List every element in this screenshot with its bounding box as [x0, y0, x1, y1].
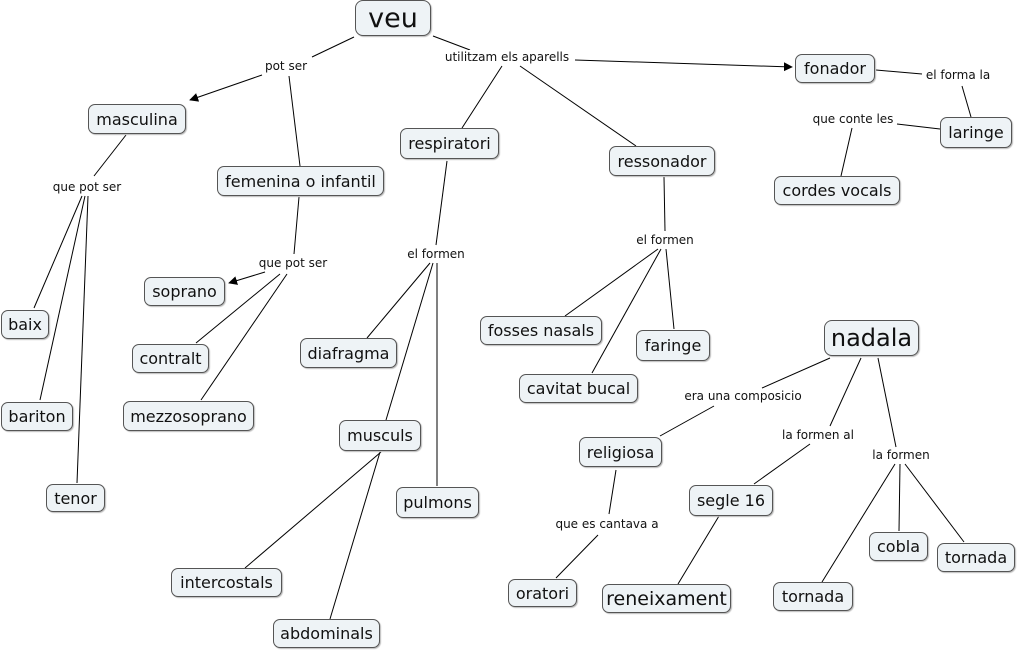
node-laringe[interactable]: laringe [940, 117, 1012, 148]
link-laformen-cobla [898, 463, 901, 532]
link-laringe-queconte [896, 123, 941, 130]
link-utilitzam-fonador [574, 59, 793, 72]
node-ressonador[interactable]: ressonador [609, 146, 715, 176]
node-respiratori[interactable]: respiratori [400, 128, 499, 159]
link-quepotser2-mezzo [200, 273, 288, 401]
link-potser-femenina [288, 75, 301, 167]
node-contralt[interactable]: contralt [132, 344, 209, 373]
node-reneixament[interactable]: reneixament [602, 584, 731, 613]
label-la-formen: la formen [870, 448, 932, 462]
link-musculs-abdominals [329, 451, 381, 620]
node-musculs[interactable]: musculs [339, 420, 421, 451]
link-laformen-tornada1 [821, 463, 896, 583]
node-intercostals[interactable]: intercostals [171, 568, 282, 597]
node-fonador[interactable]: fonador [795, 54, 875, 83]
link-queescantava-oratori [555, 534, 599, 579]
link-queconte-cordes [840, 127, 853, 177]
node-tenor[interactable]: tenor [46, 484, 105, 512]
node-cavitat-bucal[interactable]: cavitat bucal [519, 374, 638, 403]
label-pot-ser: pot ser [262, 59, 310, 73]
label-la-formen-al: la formen al [780, 428, 856, 442]
link-laformenal-segle [753, 443, 811, 485]
label-que-es-cantava-a: que es cantava a [553, 517, 661, 531]
link-ressonador-elformen2 [663, 176, 666, 232]
link-nadala-laformenal [829, 357, 862, 427]
node-faringe[interactable]: faringe [636, 330, 710, 361]
link-laformen-tornada2 [904, 463, 965, 543]
node-mezzosoprano[interactable]: mezzosoprano [123, 401, 254, 431]
node-tornada-left[interactable]: tornada [773, 582, 853, 611]
node-religiosa[interactable]: religiosa [579, 437, 662, 467]
label-utilitzam-els-aparells: utilitzam els aparells [442, 50, 572, 64]
node-veu[interactable]: veu [355, 0, 431, 36]
link-musculs-intercostals [244, 451, 382, 569]
link-quepotser-baix [33, 195, 83, 309]
node-segle-16[interactable]: segle 16 [689, 485, 773, 516]
label-era-una-composicio: era una composicio [682, 389, 804, 403]
node-abdominals[interactable]: abdominals [273, 619, 380, 648]
node-soprano[interactable]: soprano [144, 277, 225, 306]
label-que-pot-ser-femenina: que pot ser [256, 256, 330, 270]
link-utilitzam-ressonador [519, 65, 637, 147]
link-religiosa-queescantava [608, 469, 617, 515]
label-que-pot-ser-masculina: que pot ser [50, 180, 124, 194]
link-elformen2-faringe [665, 248, 675, 330]
node-fosses-nasals[interactable]: fosses nasals [480, 316, 602, 345]
node-femenina-o-infantil[interactable]: femenina o infantil [217, 166, 384, 196]
link-quepotser2-soprano [228, 271, 266, 285]
node-oratori[interactable]: oratori [508, 579, 577, 607]
node-diafragma[interactable]: diafragma [300, 338, 397, 368]
node-nadala[interactable]: nadala [824, 320, 919, 356]
node-masculina[interactable]: masculina [88, 104, 186, 134]
link-veu-utilitzam [432, 35, 471, 51]
link-quepotser2-contralt [195, 273, 281, 344]
link-segle-reneixament [677, 515, 720, 585]
link-elformen2-cavitat [591, 248, 662, 374]
link-elformen-diafragma [366, 262, 431, 339]
link-quepotser-tenor [76, 195, 89, 484]
node-bariton[interactable]: bariton [1, 402, 73, 431]
link-femenina-quepotser2 [293, 196, 300, 255]
link-masculina-quepotser [93, 134, 127, 177]
link-veu-potser [311, 36, 355, 58]
link-elformen-musculs [385, 262, 434, 421]
link-potser-masculina [189, 74, 263, 102]
link-nadala-erauna [761, 357, 831, 389]
link-elforma-laringe [961, 85, 972, 118]
label-que-conte-les: que conte les [810, 112, 896, 126]
node-cordes-vocals[interactable]: cordes vocals [774, 176, 900, 205]
label-el-formen-ressonador: el formen [634, 233, 696, 247]
label-el-forma-la: el forma la [923, 68, 993, 82]
label-el-formen-respiratori: el formen [405, 247, 467, 261]
link-erauna-religiosa [659, 405, 715, 437]
node-baix[interactable]: baix [1, 310, 49, 339]
link-nadala-laformen [877, 357, 897, 448]
node-tornada-right[interactable]: tornada [937, 543, 1015, 572]
link-quepotser-bariton [39, 195, 86, 401]
node-pulmons[interactable]: pulmons [396, 487, 479, 518]
link-fonador-elforma [875, 69, 923, 75]
link-respiratori-elformen [435, 160, 448, 246]
node-cobla[interactable]: cobla [869, 532, 928, 561]
link-utilitzam-respiratori [461, 65, 503, 129]
link-elformen2-fosses [564, 248, 659, 317]
